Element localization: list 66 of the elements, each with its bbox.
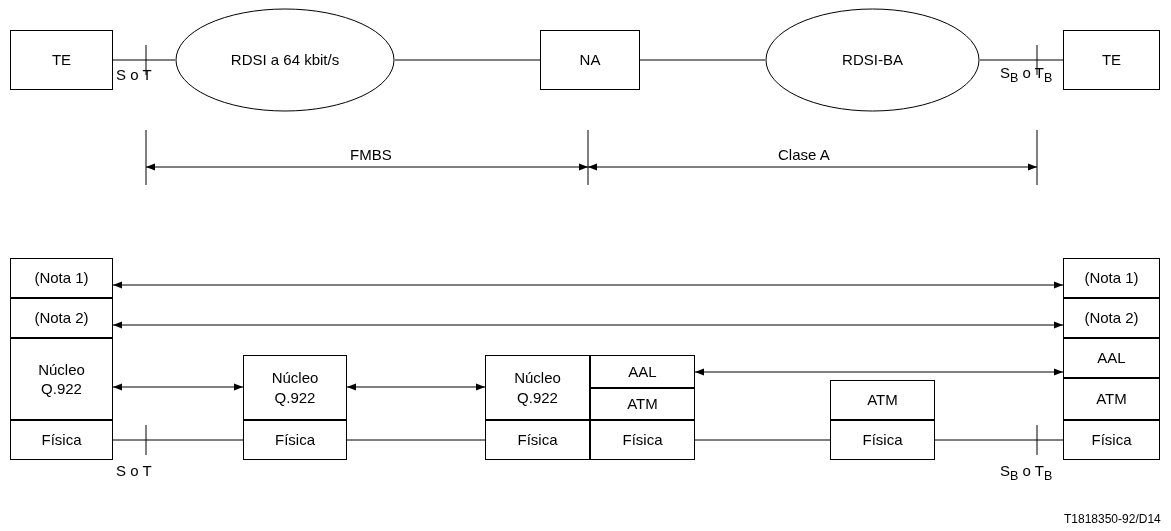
arrow bbox=[112, 281, 1064, 289]
arrow bbox=[694, 368, 1064, 376]
protocol-layer-box bbox=[1063, 338, 1160, 378]
protocol-layer-box bbox=[590, 388, 695, 420]
connection-line bbox=[112, 59, 176, 61]
layer-name: (Nota 1) bbox=[34, 268, 89, 288]
protocol-layer-box bbox=[590, 355, 695, 388]
protocol-layer-box bbox=[1063, 258, 1160, 298]
connection-line bbox=[112, 439, 244, 441]
layer-name: Núcleo Q.922 bbox=[270, 368, 320, 407]
connection-line bbox=[694, 439, 831, 441]
layer-name: Núcleo Q.922 bbox=[513, 368, 562, 407]
layer-name: Física bbox=[275, 430, 315, 450]
arrow bbox=[112, 321, 1064, 329]
layer-name: AAL bbox=[1097, 348, 1126, 368]
terminal-box bbox=[1063, 30, 1160, 90]
protocol-layer-box bbox=[830, 420, 935, 460]
terminal-box bbox=[10, 30, 113, 90]
layer-name: Física bbox=[517, 430, 558, 450]
protocol-layer-box bbox=[830, 380, 935, 420]
adapter-box bbox=[540, 30, 640, 90]
layer-name: RDSI-BA bbox=[842, 50, 903, 70]
reference-point-label: S o T bbox=[116, 66, 152, 83]
protocol-layer-box bbox=[10, 420, 113, 460]
network-ellipse bbox=[175, 8, 395, 112]
layer-name: TE bbox=[51, 50, 72, 70]
layer-name: Física bbox=[622, 430, 663, 450]
dimension-label: Clase A bbox=[778, 146, 830, 163]
figure-code: T1818350-92/D14 bbox=[1064, 512, 1161, 526]
protocol-layer-box bbox=[485, 420, 590, 460]
protocol-layer-box bbox=[1063, 378, 1160, 420]
layer-name: ATM bbox=[627, 394, 658, 414]
protocol-layer-box bbox=[10, 258, 113, 298]
protocol-layer-box bbox=[243, 355, 347, 420]
connection-line bbox=[979, 59, 1064, 61]
layer-name: RDSI a 64 kbit/s bbox=[230, 50, 340, 70]
layer-name: (Nota 1) bbox=[1084, 268, 1139, 288]
connection-line bbox=[639, 59, 766, 61]
reference-point-label: S$_{B}$ o T$_{B}$ bbox=[1000, 462, 1053, 483]
layer-name: ATM bbox=[867, 390, 898, 410]
layer-name: Física bbox=[862, 430, 903, 450]
layer-name: Núcleo Q.922 bbox=[37, 359, 86, 399]
layer-name: NA bbox=[579, 50, 601, 70]
protocol-layer-box bbox=[10, 338, 113, 420]
protocol-layer-box bbox=[10, 298, 113, 338]
layer-name: TE bbox=[1101, 50, 1122, 70]
protocol-layer-box bbox=[1063, 420, 1160, 460]
connection-line bbox=[934, 439, 1064, 441]
dimension-label: FMBS bbox=[350, 146, 392, 163]
layer-name: (Nota 2) bbox=[34, 308, 89, 328]
connection-line bbox=[346, 439, 486, 441]
arrow bbox=[346, 383, 486, 391]
layer-name: AAL bbox=[628, 361, 657, 382]
arrow bbox=[112, 383, 244, 391]
reference-point-label: S o T bbox=[116, 462, 152, 479]
network-ellipse bbox=[765, 8, 980, 112]
layer-name: (Nota 2) bbox=[1084, 308, 1139, 328]
layer-name: Física bbox=[1091, 430, 1132, 450]
protocol-layer-box bbox=[243, 420, 347, 460]
protocol-layer-box bbox=[485, 355, 590, 420]
layer-name: Física bbox=[41, 430, 82, 450]
connection-line bbox=[394, 59, 541, 61]
protocol-layer-box bbox=[590, 420, 695, 460]
reference-point-label: S$_{B}$ o T$_{B}$ bbox=[1000, 64, 1053, 85]
protocol-layer-box bbox=[1063, 298, 1160, 338]
layer-name: ATM bbox=[1096, 389, 1127, 409]
